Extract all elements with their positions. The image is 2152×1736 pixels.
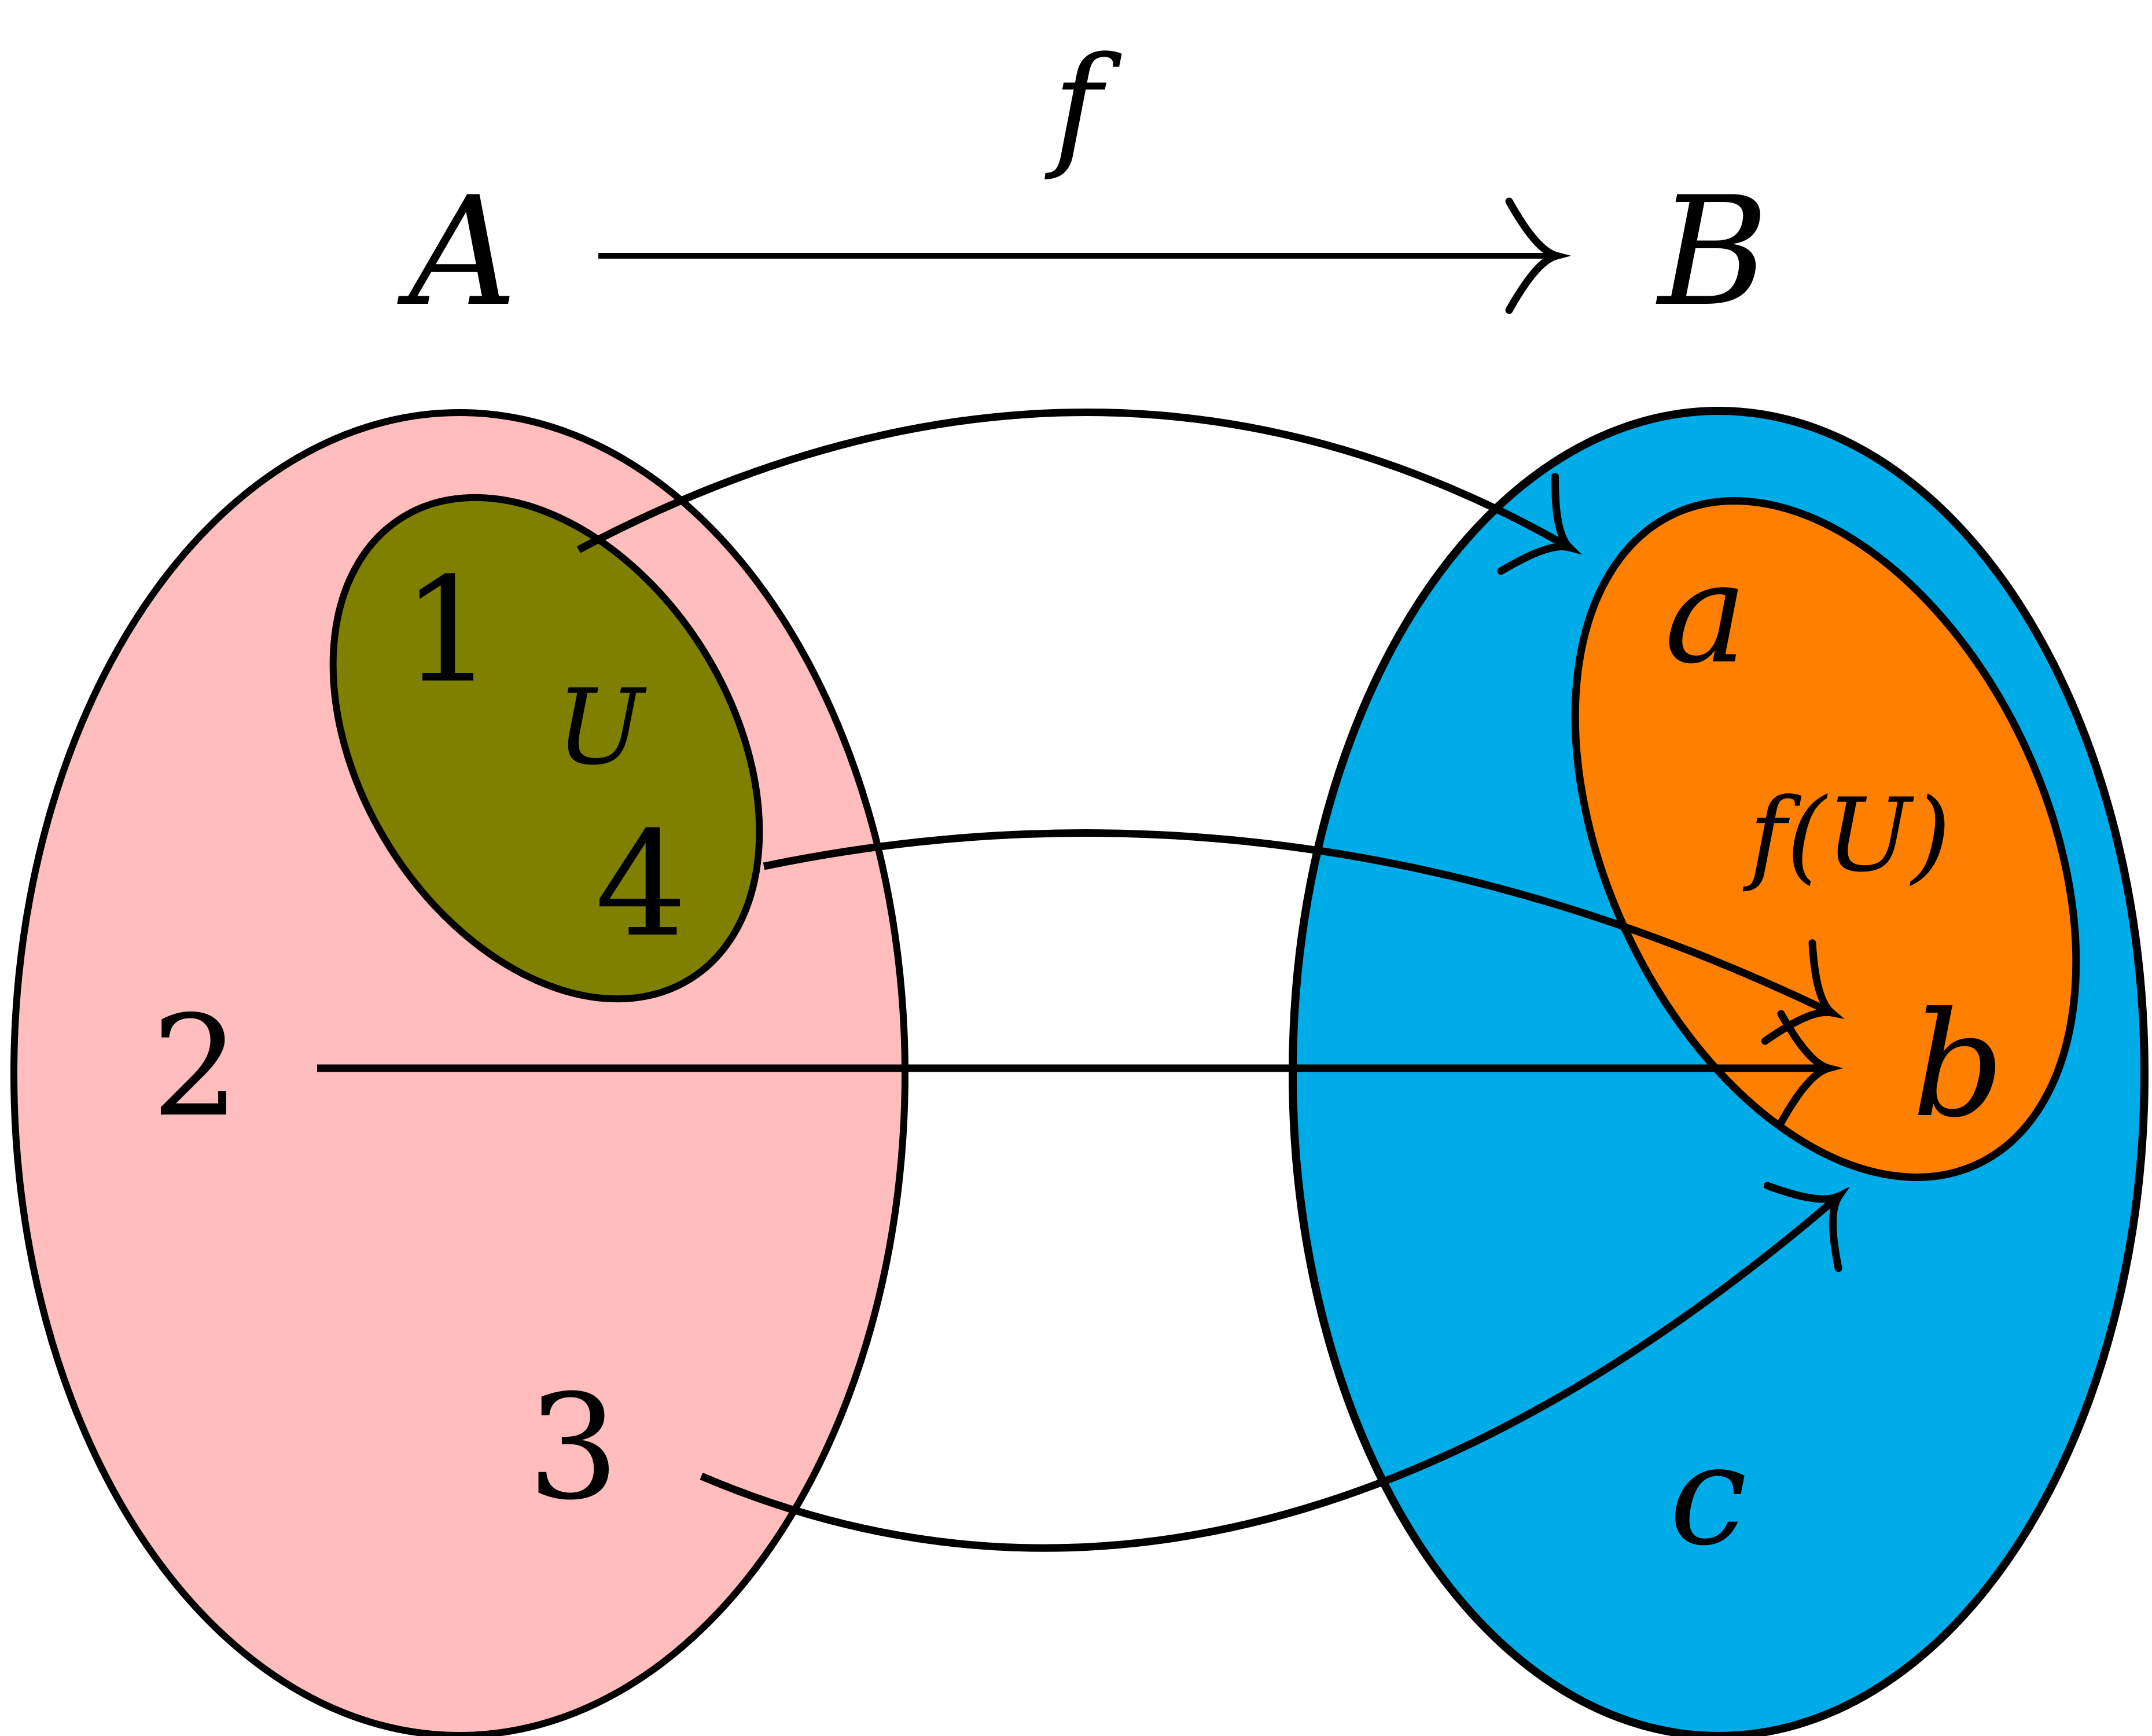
subset-u-ellipse xyxy=(329,494,763,1003)
element-3-label: 3 xyxy=(527,1363,619,1532)
image-fu-label: f(U) xyxy=(1743,777,1951,895)
element-b-label: b xyxy=(1912,981,2004,1149)
element-2-label: 2 xyxy=(152,985,240,1147)
element-c-label: c xyxy=(1669,1414,1747,1576)
element-1-label: 1 xyxy=(402,546,494,715)
set-a-label: A xyxy=(397,165,517,340)
arrow-4-to-b xyxy=(763,829,1845,1045)
arrow-3-to-b xyxy=(700,1182,1851,1552)
image-fu-ellipse xyxy=(1571,497,2080,1181)
subset-u-label: U xyxy=(556,667,647,788)
element-a-label: a xyxy=(1664,532,1747,694)
set-b-label: B xyxy=(1656,165,1768,340)
function-label: f xyxy=(1044,29,1122,183)
arrow-1-to-a xyxy=(576,409,1582,575)
element-4-label: 4 xyxy=(595,800,687,969)
